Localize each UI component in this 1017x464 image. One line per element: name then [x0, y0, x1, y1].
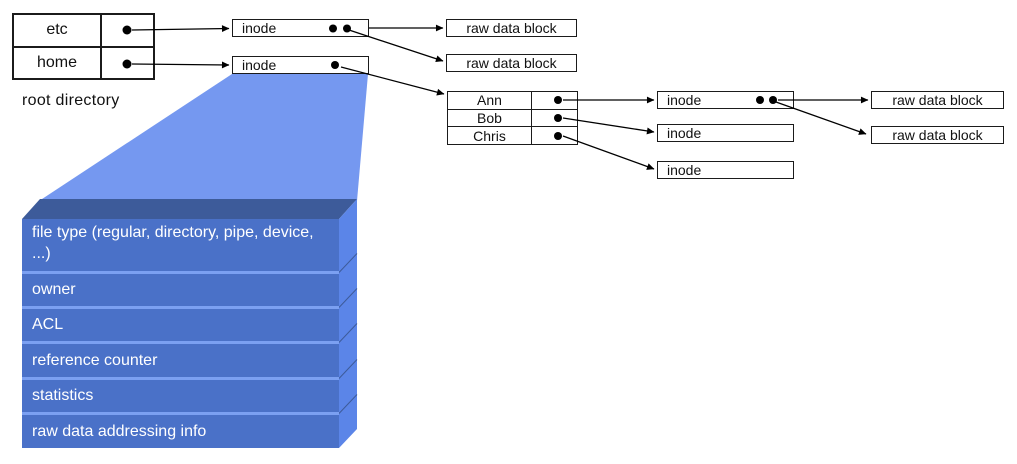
inode-label: inode: [667, 92, 702, 108]
side-separator-line: [338, 288, 358, 308]
home-dir-row-bob: Bob: [448, 108, 577, 127]
inode-box-etc: inode: [232, 19, 369, 37]
raw-data-block-4: raw data block: [871, 126, 1004, 144]
raw-data-block-3: raw data block: [871, 91, 1004, 109]
side-face-separators: [338, 253, 358, 414]
dir-entry-name: Bob: [448, 109, 532, 127]
root-directory-caption: root directory: [22, 92, 120, 109]
root-dir-row-home: home: [14, 45, 153, 79]
inode-box-bob: inode: [657, 124, 794, 142]
dir-entry-name: Ann: [448, 92, 532, 109]
inode-box-chris: inode: [657, 161, 794, 179]
detail-box-top-face: [22, 199, 357, 219]
detail-box-side-face: [339, 199, 357, 448]
side-separator-line: [338, 394, 358, 414]
raw-data-block-label: raw data block: [466, 55, 557, 71]
root-dir-row-etc: etc: [14, 15, 153, 46]
dir-entry-name: etc: [14, 15, 102, 46]
dir-entry-pointer-cell: [532, 92, 577, 109]
dir-entry-pointer-cell: [532, 127, 577, 144]
root-directory-table: etc home: [12, 13, 155, 80]
dir-entry-pointer-cell: [102, 48, 153, 79]
inode-field-owner: owner: [22, 274, 339, 306]
inode-box-ann: inode: [657, 91, 794, 109]
inode-field-file-type: file type (regular, directory, pipe, dev…: [22, 219, 339, 271]
side-separator-line: [338, 323, 358, 343]
inode-label: inode: [242, 57, 277, 73]
inode-field-raw-data-addressing: raw data addressing info: [22, 415, 339, 448]
inode-detail-box: file type (regular, directory, pipe, dev…: [22, 219, 339, 448]
raw-data-block-label: raw data block: [892, 127, 983, 143]
dir-entry-name: home: [14, 47, 102, 78]
home-dir-row-chris: Chris: [448, 126, 577, 145]
inode-box-home: inode: [232, 56, 369, 74]
dir-entry-name: Chris: [448, 127, 532, 145]
dir-entry-pointer-cell: [102, 15, 153, 46]
inode-label: inode: [242, 20, 277, 36]
raw-data-block-label: raw data block: [892, 92, 983, 108]
raw-data-block-label: raw data block: [466, 20, 557, 36]
side-separator-line: [338, 253, 358, 273]
inode-field-acl: ACL: [22, 309, 339, 341]
inode-field-reference-counter: reference counter: [22, 344, 339, 377]
dir-entry-pointer-cell: [532, 110, 577, 127]
raw-data-block-2: raw data block: [446, 54, 577, 72]
side-separator-line: [338, 359, 358, 379]
inode-label: inode: [667, 162, 702, 178]
raw-data-block-1: raw data block: [446, 19, 577, 37]
inode-label: inode: [667, 125, 702, 141]
home-dir-row-ann: Ann: [448, 92, 577, 109]
inode-field-statistics: statistics: [22, 380, 339, 412]
home-directory-table: Ann Bob Chris: [447, 91, 578, 145]
